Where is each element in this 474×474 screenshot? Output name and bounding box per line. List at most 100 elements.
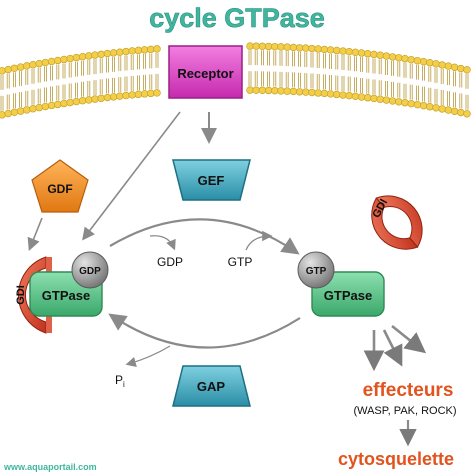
lipid-head [283, 43, 291, 51]
lipid-tail [0, 74, 4, 90]
lipid-tail [155, 52, 159, 68]
arrow-effector-3 [391, 324, 427, 354]
lipid-head [47, 57, 56, 66]
lipid-tail [31, 89, 35, 105]
effecteurs-list: (WASP, PAK, ROCK) [353, 405, 456, 417]
lipid-tail [310, 52, 314, 68]
lipid-tail [93, 59, 97, 75]
lipid-tail [310, 73, 314, 89]
lipid-head [72, 53, 81, 62]
lipid-tail [273, 71, 277, 87]
lipid-tail [267, 71, 270, 87]
lipid-tail [316, 52, 320, 68]
gtp-ball-label: GTP [306, 266, 327, 277]
lipid-head [314, 89, 322, 97]
lipid-head [16, 63, 25, 71]
lipid-tail [422, 86, 425, 102]
lipid-tail [149, 74, 153, 90]
lipid-head [295, 44, 304, 52]
lipid-head [364, 93, 372, 102]
arrow-gdp-release [149, 235, 176, 251]
lipid-head [134, 46, 143, 55]
cell-membrane [0, 42, 471, 119]
gdi-right-shape [371, 195, 423, 250]
lipid-head [41, 102, 50, 111]
lipid-tail [459, 72, 463, 88]
lipid-tail [397, 82, 401, 98]
lipid-tail [366, 57, 370, 73]
lipid-tail [155, 73, 159, 89]
arrow-inactivation [108, 313, 301, 349]
lipid-tail [254, 50, 258, 66]
lipid-tail [261, 71, 264, 87]
lipid-tail [391, 60, 394, 76]
lipid-tail [428, 66, 432, 82]
lipid-head [78, 53, 87, 61]
lipid-tail [248, 50, 252, 66]
gap-box: GAP [172, 365, 251, 407]
lipid-tail [68, 83, 72, 99]
lipid-head [308, 44, 316, 53]
lipid-head [4, 65, 12, 74]
lipid-tail [341, 76, 345, 92]
lipid-head [277, 87, 285, 95]
lipid-tail [50, 65, 53, 81]
lipid-tail [248, 71, 252, 87]
lipid-head [54, 100, 62, 109]
gef-label: GEF [198, 173, 225, 188]
lipid-tail [354, 77, 357, 93]
lipid-head [295, 88, 304, 96]
lipid-tail [13, 93, 16, 109]
lipid-tail [323, 53, 326, 69]
lipid-tail [409, 63, 413, 79]
lipid-tail [447, 70, 450, 86]
lipid-head [382, 52, 391, 60]
lipid-tail [285, 72, 289, 88]
lipid-tail [378, 59, 382, 75]
lipid-head [147, 89, 155, 98]
lipid-head [85, 96, 93, 104]
lipid-tail [124, 76, 128, 92]
lipid-head [457, 64, 465, 73]
lipid-tail [25, 69, 29, 85]
lipid-head [333, 90, 341, 99]
lipid-head [438, 105, 446, 113]
lipid-tail [409, 84, 413, 100]
lipid-head [85, 52, 93, 60]
lipid-head [4, 109, 12, 118]
lipid-tail [137, 75, 140, 91]
lipid-tail [6, 94, 10, 110]
gdf-label: GDF [47, 182, 72, 196]
lipid-tail [465, 94, 469, 110]
lipid-tail [385, 60, 388, 76]
lipid-tail [440, 89, 444, 105]
lipid-tail [50, 86, 53, 102]
lipid-head [128, 47, 136, 55]
lipid-head [103, 93, 112, 102]
lipid-tail [143, 74, 146, 90]
lipid-head [401, 55, 409, 63]
lipid-tail [329, 74, 332, 90]
gtpase-right-label: GTPase [324, 288, 372, 303]
lipid-head [326, 90, 335, 98]
lipid-head [388, 53, 397, 61]
lipid-tail [316, 73, 320, 89]
lipid-head [54, 56, 62, 65]
lipid-head [419, 57, 428, 66]
lipid-head [283, 87, 291, 95]
lipid-head [0, 111, 6, 119]
lipid-head [47, 101, 56, 110]
lipid-head [140, 90, 149, 98]
lipid-tail [372, 79, 376, 95]
lipid-head [370, 50, 378, 59]
lipid-tail [298, 51, 301, 67]
arrow-activation [109, 218, 300, 255]
lipid-tail [304, 52, 308, 68]
lipid-head [450, 107, 459, 116]
lipid-head [10, 108, 19, 116]
lipid-head [140, 46, 149, 54]
lipid-head [463, 110, 471, 118]
arrow-pi-release [125, 345, 171, 367]
lipid-head [271, 42, 279, 51]
lipid-tail [87, 80, 91, 96]
